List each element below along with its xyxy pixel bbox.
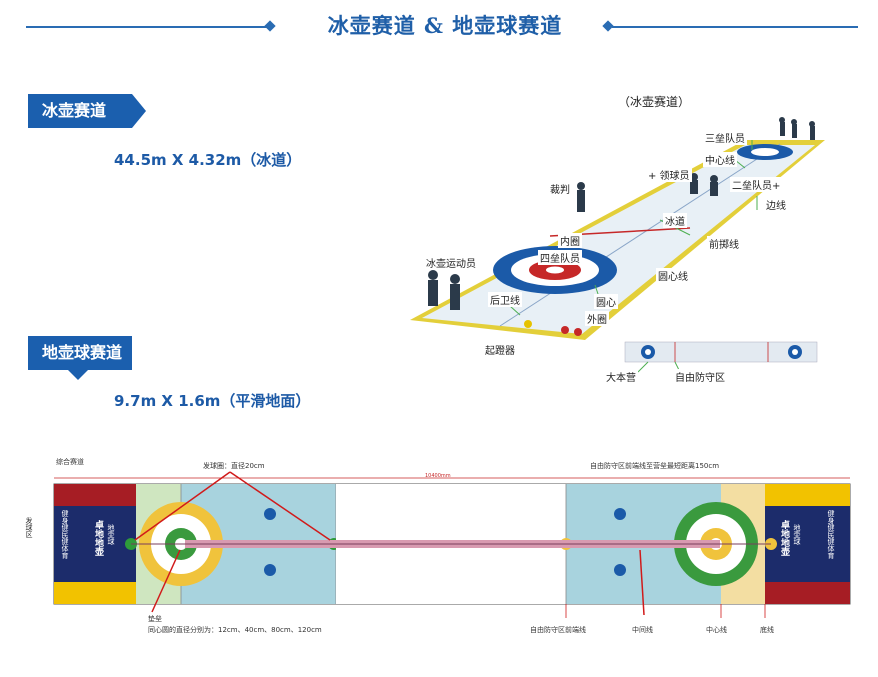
right-banner-top	[765, 484, 850, 506]
mini-house-right-inner	[792, 349, 798, 355]
header-line-left	[26, 26, 268, 28]
left-banner-sub: 地壶球	[107, 524, 115, 545]
mini-sheet	[624, 341, 818, 363]
diagram-title: 综合赛道	[56, 458, 84, 466]
floor-tag: 地壶球赛道	[28, 336, 132, 380]
label-center: 圆心	[594, 294, 618, 309]
label-ice: 冰道	[663, 213, 687, 228]
label-tee-line: 圆心线	[656, 268, 690, 283]
guide-ticks	[565, 604, 766, 618]
floor-tag-label: 地壶球赛道	[42, 343, 123, 362]
sheet-center-line	[499, 143, 781, 327]
right-banner-sub: 地壶球	[793, 524, 801, 545]
left-banner-mid	[54, 506, 136, 582]
pointer-arrows	[134, 471, 645, 616]
label-side-line: 边线	[764, 197, 788, 212]
label-hack: 起蹬器	[483, 342, 517, 357]
label-free-guard: 自由防守区	[673, 369, 727, 384]
left-banner-bottom	[54, 582, 136, 604]
right-banner-motto: 健身健民健体育	[827, 510, 835, 559]
curling-caption: （冰壶赛道）	[616, 93, 693, 110]
diagram-pin: 垫垒	[148, 615, 162, 623]
diagram-free-guard-line: 自由防守区前端线	[530, 626, 586, 634]
label-hog: 前掷线	[707, 236, 741, 251]
diagram-mid-line: 中间线	[632, 626, 653, 634]
diagram-base-line: 底线	[760, 626, 774, 634]
right-banner-bottom	[765, 582, 850, 604]
athletes-group	[428, 117, 815, 310]
stone	[574, 328, 582, 336]
diagram-side: 发球区	[25, 517, 33, 538]
label-center-line: 中心线	[703, 152, 737, 167]
curling-tag: 冰壶赛道	[28, 94, 146, 128]
near-house-center	[546, 266, 564, 274]
right-banner-mid	[765, 506, 850, 582]
far-house-inner	[751, 148, 779, 156]
left-banner-title: 卓地地壶	[93, 520, 103, 556]
logo-icons	[264, 508, 626, 576]
label-back-line: 后卫线	[488, 292, 522, 307]
header-diamond-left	[264, 20, 276, 32]
floor-track-diagram	[53, 471, 851, 618]
stone	[524, 320, 532, 328]
diagram-center-line: 中心线	[706, 626, 727, 634]
curling-tag-label: 冰壶赛道	[42, 101, 107, 120]
page-title: 冰壶赛道 & 地壶球赛道	[327, 13, 563, 38]
diagram-launch: 发球圈：直径20cm	[203, 462, 265, 470]
diagram-free-guard-dist: 自由防守区前端线至营垒最短距离150cm	[590, 462, 720, 470]
label-house: 大本营	[604, 369, 638, 384]
floor-size: 9.7m X 1.6m（平滑地面）	[114, 392, 311, 410]
stone	[561, 326, 569, 334]
curling-sheet-illustration	[410, 117, 825, 373]
label-third: 三垒队员	[703, 130, 747, 145]
label-lead: + 领球员	[646, 167, 692, 182]
diagram-total-length: 10400mm	[425, 473, 451, 479]
mini-house-left-inner	[645, 349, 651, 355]
label-judge: 裁判	[548, 181, 572, 196]
label-outer: 外圈	[585, 311, 609, 326]
right-banner-title: 卓地地壶	[779, 520, 789, 556]
diagram-rings: 同心圆的直径分别为：12cm、40cm、80cm、120cm	[148, 626, 322, 634]
header-line-right	[612, 26, 858, 28]
label-second: 二垒队员+	[730, 177, 783, 192]
label-skip: 四垒队员	[538, 250, 582, 265]
label-inner: 内圈	[558, 233, 582, 248]
left-banner-motto: 健身健民健体育	[61, 510, 69, 559]
left-banner-top	[54, 484, 136, 506]
label-athlete: 冰壶运动员	[424, 255, 478, 270]
curling-size: 44.5m X 4.32m（冰道）	[114, 151, 302, 169]
